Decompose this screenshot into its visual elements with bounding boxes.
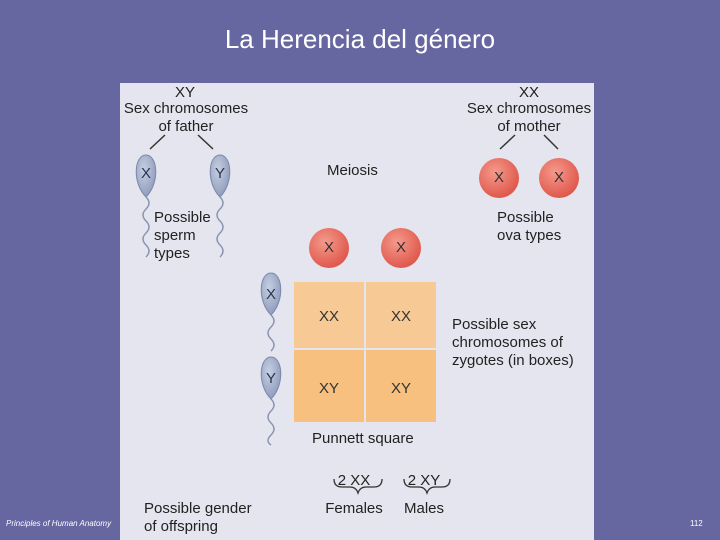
father-left-branch — [150, 135, 165, 149]
punnett-sperm-y-letter: Y — [261, 370, 281, 388]
sperm-types-label: Possible sperm types — [154, 209, 211, 263]
punnett-square-label: Punnett square — [312, 430, 414, 448]
zygote-label: Possible sex chromosomes of zygotes (in … — [452, 316, 574, 370]
page-number: 112 — [690, 519, 703, 528]
females-label: Females — [318, 500, 390, 518]
punnett-cell-xx-2: XX — [366, 308, 436, 326]
footer-course-title: Principles of Human Anatomy — [6, 519, 111, 528]
punnett-sperm-x — [261, 273, 281, 351]
mother-right-branch — [544, 135, 558, 149]
punnett-cell-xy-2: XY — [366, 380, 436, 398]
punnett-cell-xy-1: XY — [294, 380, 364, 398]
mother-left-branch — [500, 135, 515, 149]
slide-title: La Herencia del género — [0, 24, 720, 55]
ova-types-label: Possible ova types — [497, 209, 561, 245]
ovum-x-letter-1: X — [489, 169, 509, 187]
ovum-x-letter-2: X — [549, 169, 569, 187]
mother-label: Sex chromosomes of mother — [462, 100, 596, 136]
punnett-cell-xx-1: XX — [294, 308, 364, 326]
father-label: Sex chromosomes of father — [116, 100, 256, 136]
males-count: 2 XY — [396, 472, 452, 490]
gender-label: Possible gender of offspring — [144, 500, 252, 536]
males-label: Males — [396, 500, 452, 518]
sperm-y-letter: Y — [210, 165, 230, 183]
sex-inheritance-figure: XX XX XY XY X Y X X X X X Y XY Sex chrom… — [120, 83, 594, 540]
punnett-ovum-letter-2: X — [391, 239, 411, 257]
punnett-ovum-letter-1: X — [319, 239, 339, 257]
punnett-sperm-x-letter: X — [261, 286, 281, 304]
father-right-branch — [198, 135, 213, 149]
meiosis-label: Meiosis — [327, 162, 378, 180]
sperm-x-letter: X — [136, 165, 156, 183]
females-count: 2 XX — [326, 472, 382, 490]
